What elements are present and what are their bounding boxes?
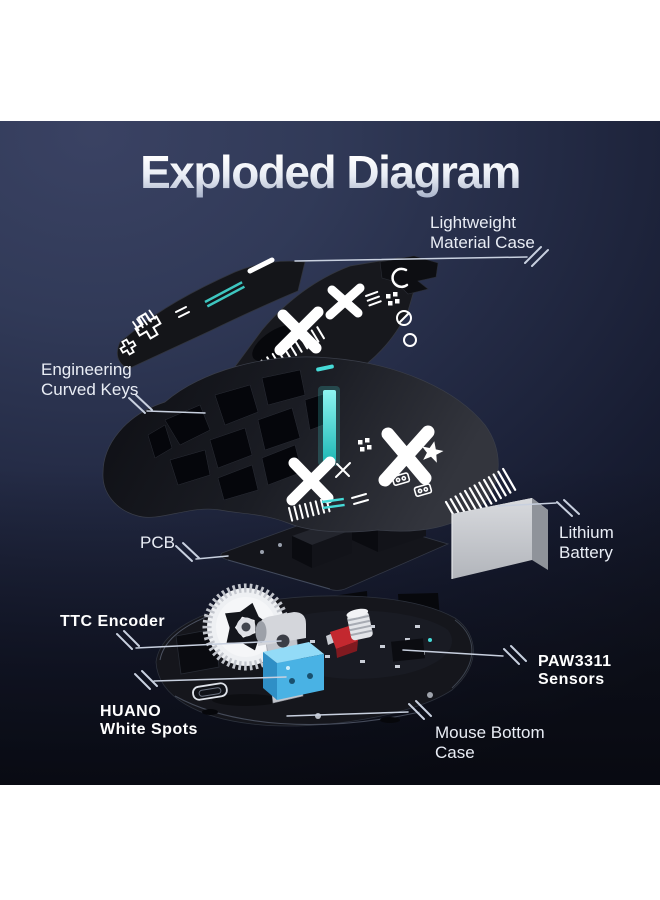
slash-pcb — [175, 542, 200, 562]
label-engineering-curved-keys: Engineering Curved Keys — [41, 360, 138, 400]
slash-lightweight — [524, 246, 549, 267]
shell-graffiti — [286, 425, 517, 524]
label-mouse-bottom-case: Mouse Bottom Case — [435, 723, 545, 763]
label-huano-white-spots: HUANO White Spots — [100, 703, 198, 739]
cyan-top-dash — [316, 364, 334, 372]
label-line: Engineering — [41, 360, 132, 379]
bottom-case-assembly — [155, 583, 474, 727]
label-line: TTC Encoder — [60, 613, 166, 630]
label-line: Battery — [559, 543, 613, 562]
mouse-mid-shell — [102, 356, 517, 533]
label-line: Lithium — [559, 523, 614, 542]
label-line: Curved Keys — [41, 380, 139, 399]
shell-honeycomb — [147, 369, 337, 501]
label-line: PAW3311 — [538, 653, 612, 670]
label-line: Mouse Bottom — [435, 723, 545, 742]
line-ttc — [135, 640, 282, 649]
connector-lines — [116, 246, 580, 720]
label-line: Material Case — [430, 233, 535, 252]
slash-ttc — [116, 630, 140, 650]
line-lithium — [497, 502, 557, 507]
line-engineering — [146, 410, 206, 414]
slash-huano — [134, 670, 158, 690]
slash-lithium — [556, 499, 580, 517]
label-paw3311-sensors: PAW3311 Sensors — [538, 653, 611, 689]
label-lithium-battery: Lithium Battery — [559, 523, 614, 563]
line-pcb — [195, 555, 229, 560]
slash-paw — [503, 645, 527, 665]
label-ttc-encoder: TTC Encoder — [60, 613, 165, 631]
label-line: Lightweight — [430, 213, 517, 232]
huano-switch-part — [263, 642, 324, 700]
line-bottomcase — [286, 711, 409, 717]
label-pcb: PCB — [140, 533, 175, 553]
top-case-teal-strip — [204, 281, 246, 308]
shell-teal-dashes — [321, 497, 345, 510]
star-graffiti — [421, 441, 444, 463]
coil-part — [346, 608, 373, 641]
label-line: PCB — [140, 533, 175, 552]
shell-dots — [358, 438, 372, 452]
cyan-accent-bar — [323, 390, 336, 462]
label-lightweight-material-case: Lightweight Material Case — [430, 213, 535, 253]
line-lightweight — [294, 256, 528, 262]
label-line: Sensors — [538, 671, 605, 688]
line-huano — [153, 676, 287, 682]
label-line: White Spots — [100, 721, 198, 738]
usb-port — [192, 682, 228, 701]
label-line: HUANO — [100, 703, 162, 720]
slash-engineering — [128, 394, 153, 414]
line-paw — [402, 649, 504, 657]
page-title: Exploded Diagram — [0, 144, 660, 202]
slash-bottomcase — [408, 700, 432, 720]
label-line: Case — [435, 743, 475, 762]
top-case-dots — [386, 292, 400, 306]
top-case-bracket — [379, 255, 439, 295]
